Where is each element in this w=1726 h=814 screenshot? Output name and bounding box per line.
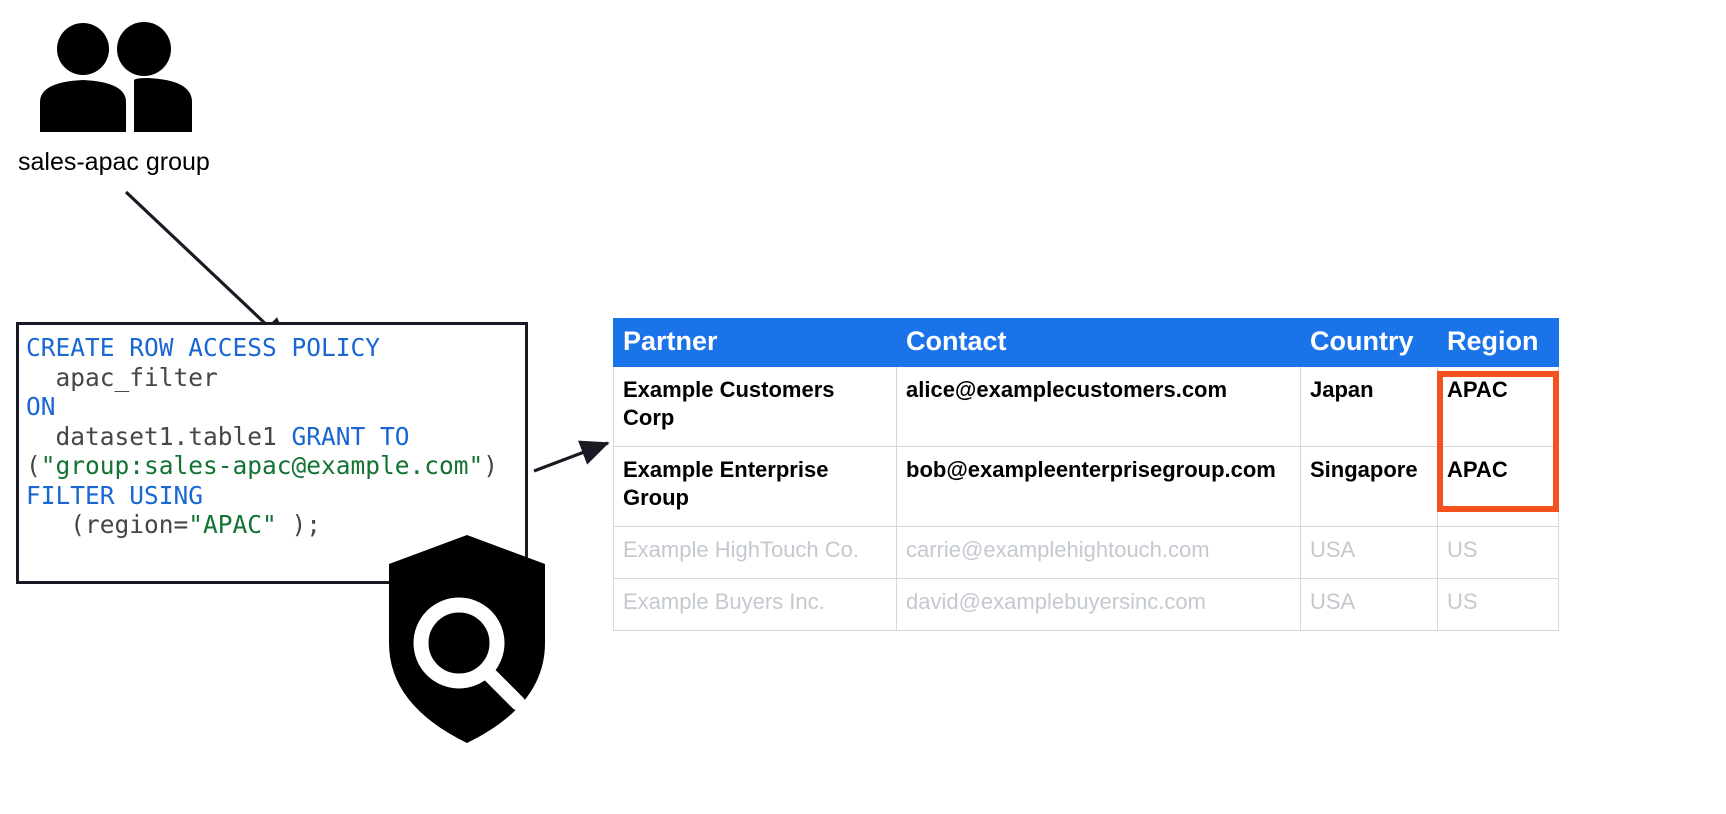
cell-partner: Example HighTouch Co. — [613, 525, 897, 579]
cell-partner: Example Buyers Inc. — [613, 577, 897, 631]
code-token: dataset1.table1 — [26, 421, 292, 451]
cell-partner: Example Enterprise Group — [613, 446, 897, 527]
partner-table: Partner Contact Country Region Example C… — [613, 317, 1559, 631]
shield-search-icon — [389, 535, 545, 743]
cell-country: Singapore — [1300, 446, 1438, 527]
row-access-policy-code-box: CREATE ROW ACCESS POLICY apac_filter ON … — [16, 322, 528, 584]
cell-region: APAC — [1437, 366, 1559, 448]
code-token: CREATE ROW ACCESS POLICY — [26, 333, 381, 362]
code-token: ) — [483, 451, 499, 480]
cell-region: APAC — [1437, 446, 1559, 527]
cell-country: USA — [1300, 577, 1438, 631]
cell-country: USA — [1300, 525, 1438, 579]
column-header-region[interactable]: Region — [1437, 317, 1559, 368]
group-label: sales-apac group — [18, 148, 210, 176]
cell-contact: bob@exampleenterprisegroup.com — [896, 446, 1301, 527]
code-token: ); — [276, 510, 322, 539]
cell-contact: carrie@examplehightouch.com — [896, 525, 1301, 579]
code-token: apac_filter — [26, 362, 218, 392]
table-row: Example Customers Corp alice@examplecust… — [613, 366, 1559, 448]
people-group-icon — [40, 22, 192, 132]
code-token: "group:sales-apac@example.com" — [40, 451, 484, 480]
table-row: Example HighTouch Co. carrie@examplehigh… — [613, 525, 1559, 579]
code-token: GRANT TO — [291, 421, 410, 451]
code-token: ( — [26, 451, 41, 480]
cell-country: Japan — [1300, 366, 1438, 448]
code-token: ON — [26, 392, 56, 421]
code-token: FILTER USING — [26, 480, 204, 510]
cell-contact: alice@examplecustomers.com — [896, 366, 1301, 448]
table-row: Example Buyers Inc. david@examplebuyersi… — [613, 577, 1559, 631]
cell-partner: Example Customers Corp — [613, 366, 897, 448]
column-header-partner[interactable]: Partner — [613, 317, 897, 368]
column-header-contact[interactable]: Contact — [896, 317, 1301, 368]
cell-contact: david@examplebuyersinc.com — [896, 577, 1301, 631]
table-header-row: Partner Contact Country Region — [613, 317, 1559, 368]
policy-sql-code: CREATE ROW ACCESS POLICY apac_filter ON … — [26, 333, 498, 540]
cell-region: US — [1437, 525, 1559, 579]
table-row: Example Enterprise Group bob@exampleente… — [613, 446, 1559, 527]
column-header-country[interactable]: Country — [1300, 317, 1438, 368]
code-token: "APAC" — [188, 510, 277, 539]
cell-region: US — [1437, 577, 1559, 631]
code-token: (region= — [26, 510, 189, 539]
group-block: sales-apac group — [18, 22, 248, 182]
